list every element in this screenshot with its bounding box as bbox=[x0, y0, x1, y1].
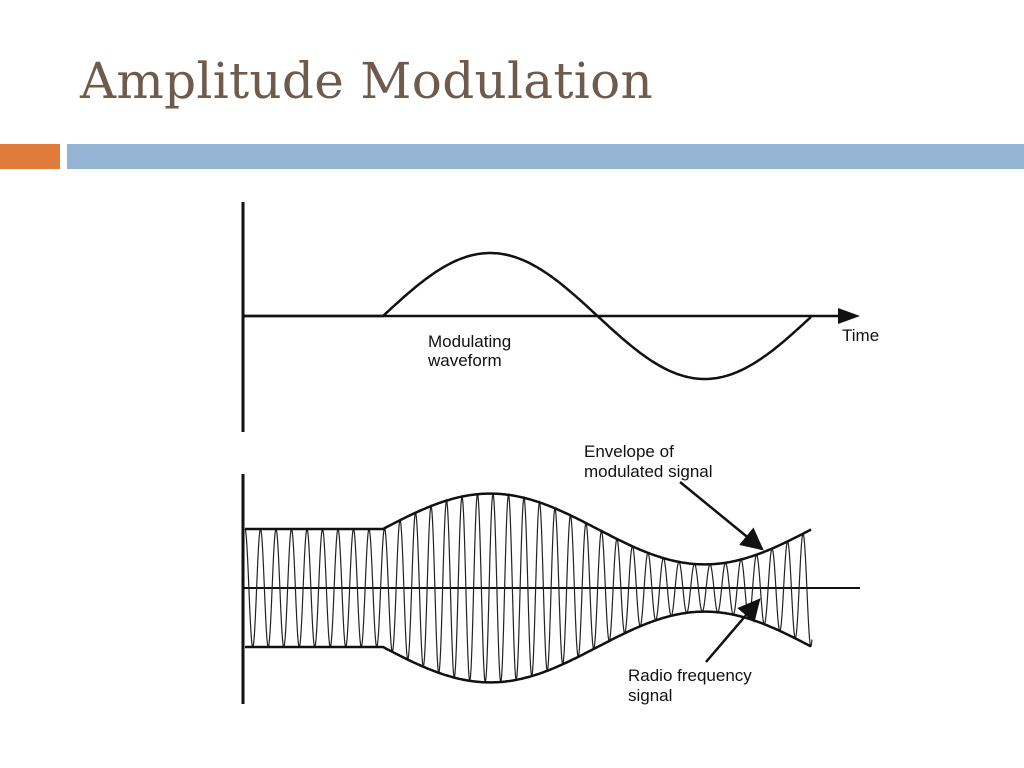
rf-signal-label-line2: signal bbox=[628, 686, 672, 705]
accent-bar-orange bbox=[0, 144, 60, 169]
slide-title: Amplitude Modulation bbox=[80, 52, 653, 110]
modulating-waveform-label-line1: Modulating bbox=[428, 332, 511, 351]
envelope-label-line1: Envelope of bbox=[584, 442, 674, 461]
top-panel: Time Modulating waveform bbox=[241, 202, 879, 432]
modulating-waveform bbox=[243, 251, 812, 381]
time-axis-label: Time bbox=[842, 326, 879, 345]
rf-signal-pointer-arrow bbox=[705, 598, 761, 663]
time-axis-arrowhead bbox=[838, 308, 860, 324]
bottom-panel: Envelope of modulated signal Radio frequ… bbox=[241, 442, 860, 705]
rf-signal-label-line1: Radio frequency bbox=[628, 666, 752, 685]
modulating-waveform-label-line2: waveform bbox=[427, 351, 502, 370]
accent-bar-blue bbox=[67, 144, 1024, 169]
envelope-upper bbox=[245, 492, 812, 566]
envelope-lower bbox=[245, 610, 812, 684]
envelope-pointer-arrow bbox=[679, 481, 764, 551]
envelope-label-line2: modulated signal bbox=[584, 462, 713, 481]
